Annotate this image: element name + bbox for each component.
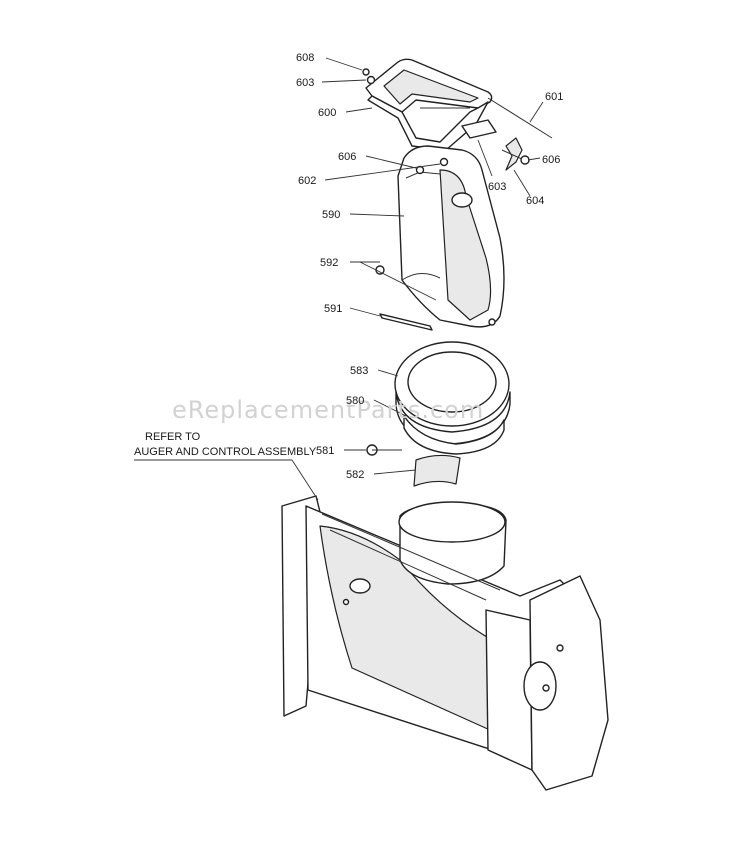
watermark-text: eReplacementParts.com: [172, 396, 484, 424]
label-603-mid: 603: [488, 181, 506, 193]
label-603-top: 603: [296, 77, 314, 89]
bolt-592: [375, 265, 385, 275]
auger-housing: [281, 495, 609, 791]
note-assembly: AUGER AND CONTROL ASSEMBLY: [134, 446, 317, 458]
bolt-602: [439, 157, 449, 167]
label-583: 583: [350, 365, 368, 377]
label-604: 604: [526, 195, 544, 207]
rod-601: [487, 97, 553, 139]
label-602: 602: [298, 175, 316, 187]
note-refer-to: REFER TO: [145, 431, 201, 443]
label-601: 601: [545, 91, 563, 103]
label-580: 580: [346, 395, 364, 407]
nut-591: [488, 318, 496, 326]
upper-chute-590: [397, 145, 505, 328]
label-608: 608: [296, 52, 314, 64]
bracket-603: [461, 119, 497, 139]
bracket-582: [413, 454, 461, 487]
label-600: 600: [318, 107, 336, 119]
knob-604: [501, 137, 525, 171]
label-581: 581: [316, 445, 334, 457]
label-606-top: 606: [338, 151, 356, 163]
deflector-handle-600: [365, 58, 493, 151]
hardware-603-top: [366, 75, 376, 85]
label-592-upper: 592: [320, 257, 338, 269]
bolt-581: [366, 444, 402, 456]
label-582-lower: 582: [346, 469, 364, 481]
leader-lines: [134, 57, 544, 501]
nut-606-right: [520, 155, 530, 165]
label-591: 591: [324, 303, 342, 315]
hardware-608: [362, 68, 370, 76]
label-590: 590: [322, 209, 340, 221]
chute-ring-583: [394, 341, 511, 445]
pin-591: [379, 313, 433, 331]
flange-580: [403, 415, 505, 455]
label-606-right: 606: [542, 154, 560, 166]
